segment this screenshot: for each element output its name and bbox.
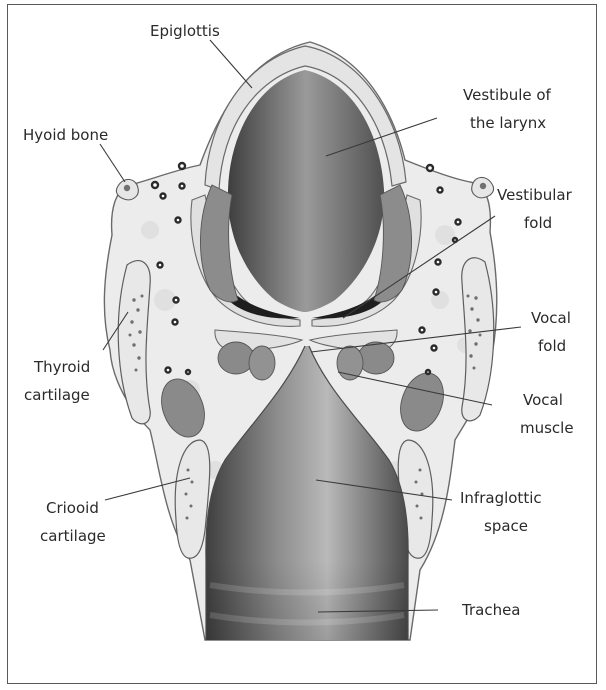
left-thyroid-cartilage xyxy=(118,261,150,424)
left-vocal-muscle-b xyxy=(249,346,275,380)
left-hyoid-core xyxy=(124,185,130,191)
label-hyoid-bone: Hyoid bone xyxy=(23,126,108,144)
label-infraglottic-line1: Infraglottic xyxy=(460,489,542,507)
label-vestibular-fold-line1: Vestibular xyxy=(497,186,573,204)
label-thyroid-line1: Thyroid xyxy=(33,358,90,376)
left-vocal-muscle-a xyxy=(218,342,254,374)
leader-epiglottis xyxy=(210,40,252,88)
label-infraglottic-line2: space xyxy=(484,517,528,535)
trachea-shadow xyxy=(206,560,408,640)
label-cricoid-line2: cartilage xyxy=(40,527,106,545)
right-hyoid-core xyxy=(480,183,486,189)
label-vocal-fold-line1: Vocal xyxy=(531,309,571,327)
right-vocal-muscle-a xyxy=(358,342,394,374)
label-vestibule-line2: the larynx xyxy=(470,114,546,132)
label-trachea: Trachea xyxy=(461,601,521,619)
label-vestibule-line1: Vestibule of xyxy=(463,86,552,104)
label-vocal-muscle-line1: Vocal xyxy=(523,391,563,409)
label-vocal-muscle-line2: muscle xyxy=(520,419,574,437)
right-thyroid-cartilage xyxy=(462,258,494,421)
label-cricoid-line1: Criooid xyxy=(46,499,99,517)
label-vocal-fold-line2: fold xyxy=(538,337,566,355)
label-vestibular-fold-line2: fold xyxy=(524,214,552,232)
label-thyroid-line2: cartilage xyxy=(24,386,90,404)
label-epiglottis: Epiglottis xyxy=(150,22,220,40)
leader-hyoid xyxy=(100,144,125,182)
